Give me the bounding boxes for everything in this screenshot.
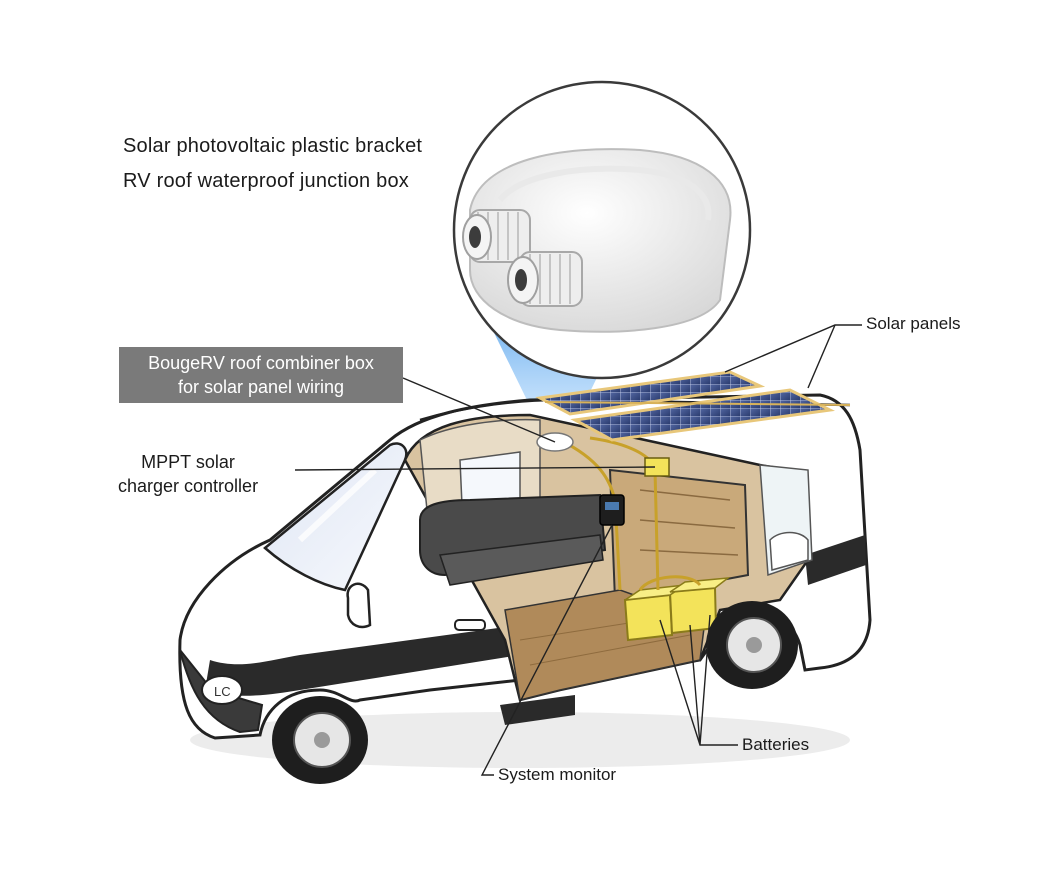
leader-solar-panels-1 bbox=[724, 324, 862, 373]
cable-gland-1 bbox=[462, 209, 531, 263]
rear-wheel bbox=[706, 601, 798, 689]
combiner-box-label: BougeRV roof combiner box for solar pane… bbox=[119, 347, 403, 403]
batteries-label: Batteries bbox=[742, 735, 810, 754]
title-line-2: RV roof waterproof junction box bbox=[123, 170, 409, 192]
camper-van: LC bbox=[178, 370, 872, 784]
front-wheel bbox=[272, 696, 368, 784]
title-line-1: Solar photovoltaic plastic bracket bbox=[123, 135, 423, 157]
leader-system-monitor bbox=[480, 524, 613, 776]
side-stripe bbox=[205, 625, 520, 696]
door-handle bbox=[454, 619, 486, 631]
solar-panels-label: Solar panels bbox=[866, 314, 961, 333]
leader-mppt bbox=[294, 466, 656, 471]
mppt-label: MPPT solar charger controller bbox=[118, 450, 258, 498]
leader-lines bbox=[294, 324, 862, 776]
leader-solar-panels-2 bbox=[807, 324, 836, 389]
solar-panels bbox=[535, 370, 851, 442]
combiner-box-label-line-1: BougeRV roof combiner box bbox=[148, 353, 374, 373]
mppt-label-line-1: MPPT solar bbox=[141, 452, 235, 472]
cabinet bbox=[608, 468, 750, 602]
front-bumper bbox=[179, 649, 264, 734]
combiner-box-label-line-2: for solar panel wiring bbox=[177, 377, 345, 397]
headlight bbox=[201, 675, 243, 705]
svg-text:LC: LC bbox=[214, 684, 231, 699]
system-monitor-label: System monitor bbox=[498, 765, 617, 784]
windshield bbox=[263, 442, 408, 592]
side-mirror bbox=[346, 582, 372, 629]
junction-box-zoom bbox=[452, 80, 752, 380]
mppt-label-line-2: charger controller bbox=[118, 476, 259, 496]
leader-batteries bbox=[659, 614, 738, 746]
cable-gland-2 bbox=[507, 251, 583, 307]
leader-combiner-box bbox=[402, 377, 556, 443]
batteries bbox=[623, 577, 731, 642]
